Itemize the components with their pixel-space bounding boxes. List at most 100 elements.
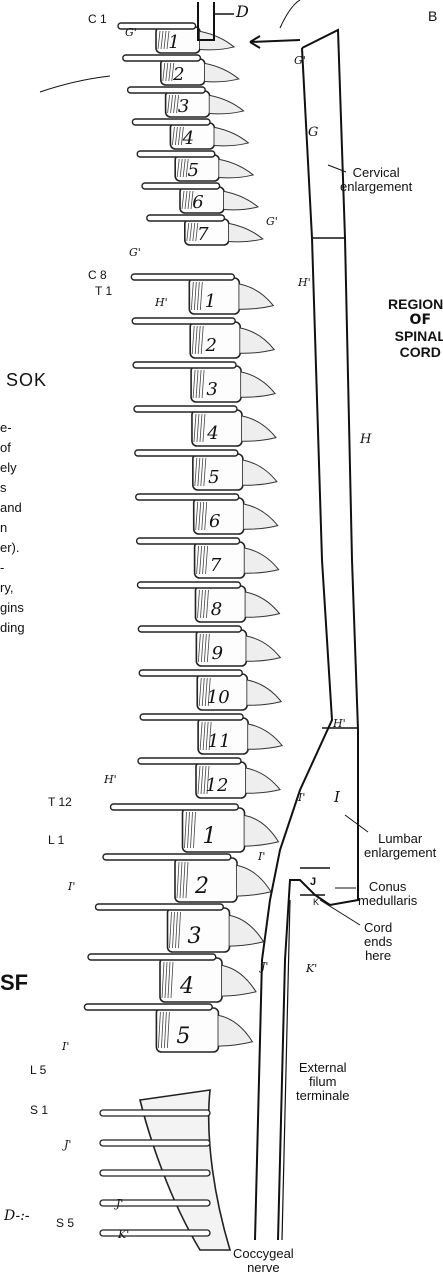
region-j-prime-2: J' [64, 1138, 71, 1151]
label-regions-of-spinal-cord: REGIONS OF SPINAL CORD [388, 296, 443, 360]
region-k-prime-2: K' [118, 1228, 129, 1241]
thoracic-vertebra-number: 3 [206, 379, 217, 400]
spinous-process [214, 127, 248, 146]
spinal-nerve [128, 87, 206, 93]
cervical-vertebra-number: 2 [172, 64, 184, 85]
spinal-nerve [123, 55, 201, 61]
region-j-prime: J' [261, 960, 268, 973]
thoracic-vertebra-number: 11 [208, 731, 231, 752]
arrow [250, 36, 300, 48]
spinal-nerve [137, 582, 240, 588]
spinal-nerve [137, 151, 215, 157]
lumbar-vertebra-number: 2 [194, 874, 209, 899]
label-t1: T 1 [95, 284, 112, 298]
left-cut-line: of [0, 438, 25, 458]
spinous-process [243, 460, 277, 485]
spinous-process [205, 63, 239, 82]
region-g-prime-3: G' [125, 26, 137, 39]
thoracic-vertebra-number: 6 [209, 511, 220, 532]
spinous-process [239, 284, 273, 309]
spinal-nerve [140, 714, 243, 720]
label-c8: C 8 [88, 268, 107, 282]
thoracic-vertebra-number: 4 [206, 423, 218, 444]
thoracic-vertebra-number: 8 [211, 599, 222, 620]
thoracic-vertebra-number: 10 [207, 687, 230, 708]
left-cut-line: ry, [0, 578, 25, 598]
cervical-vertebra-number: 4 [182, 128, 194, 149]
lumbar-vertebra-number: 1 [203, 824, 217, 849]
region-h-prime: H' [298, 276, 311, 289]
spinal-nerve [137, 538, 240, 544]
spinal-nerve [138, 758, 241, 764]
cervical-vertebra-number: 6 [192, 192, 203, 213]
label-conus-medullaris: Conus medullaris [358, 880, 417, 908]
left-cut-line: - [0, 558, 25, 578]
region-g-prime-2: G' [266, 215, 278, 228]
thoracic-vertebra-number: 5 [208, 467, 219, 488]
lumbar-vertebra-number: 3 [188, 924, 202, 949]
spinous-process [245, 548, 279, 573]
spinal-nerve [131, 274, 234, 280]
label-coccygeal-nerve: Coccygeal nerve [233, 1247, 294, 1275]
region-i-prime: I' [298, 791, 305, 804]
sacral-nerve [100, 1110, 210, 1116]
cervical-vertebra-number: 5 [187, 160, 198, 181]
region-j: J [310, 876, 316, 888]
spinous-process [246, 768, 280, 793]
spinous-process [246, 636, 280, 661]
lumbar-vertebra-number: 5 [176, 1024, 190, 1049]
spinous-process [245, 592, 279, 617]
region-i: I [334, 788, 340, 806]
spinous-process [219, 159, 253, 178]
label-cord-ends-here: Cord ends here [364, 921, 392, 963]
spinous-process [224, 191, 258, 210]
region-g: G [308, 125, 318, 140]
spinous-process [242, 416, 276, 441]
label-s5: S 5 [56, 1216, 74, 1230]
thoracic-vertebra-number: 1 [205, 291, 216, 312]
spinal-nerve [142, 183, 220, 189]
cervical-vertebra-number: 7 [197, 224, 209, 245]
label-t12: T 12 [48, 795, 72, 809]
region-i-prime-4: I' [62, 1040, 69, 1053]
margin-stroke [280, 0, 300, 28]
thoracic-vertebra-number: 12 [206, 775, 229, 796]
left-cut-line: gins [0, 598, 25, 618]
cervical-vertebra-number: 3 [178, 96, 189, 117]
left-cut-line: ding [0, 618, 25, 638]
heading-fragment-sf: SF [0, 970, 28, 996]
spinous-process [210, 95, 244, 114]
sacral-nerve [100, 1230, 210, 1236]
margin-stroke [40, 76, 110, 92]
bottom-left-fragment: D-:- [4, 1208, 30, 1224]
spinal-nerve [96, 904, 224, 910]
spinal-nerve [135, 450, 238, 456]
spinous-process [241, 372, 275, 397]
spinal-nerve [111, 804, 239, 810]
left-cut-line: n [0, 518, 25, 538]
heading-fragment-sok: SOK [6, 370, 47, 391]
thoracic-vertebra-number: 2 [204, 335, 216, 356]
letter-d: D [236, 2, 249, 21]
spinous-process [244, 504, 278, 529]
spinal-cord-right-edge [278, 30, 358, 1240]
label-l1: L 1 [48, 833, 64, 847]
label-s1: S 1 [30, 1103, 48, 1117]
sacral-nerve [100, 1140, 210, 1146]
spinous-process [229, 223, 263, 242]
spinous-process [248, 724, 282, 749]
spinal-nerve [133, 362, 236, 368]
vertebral-bodies [140, 27, 282, 1250]
region-h: H [360, 432, 371, 447]
spinal-nerve [84, 1004, 212, 1010]
label-external-filum-terminale: External filum terminale [296, 1061, 349, 1103]
region-i-prime-2: I' [258, 850, 265, 863]
spinous-process [245, 815, 279, 846]
leader-line [345, 815, 368, 832]
spinous-process [222, 965, 256, 996]
left-cut-line: er). [0, 538, 25, 558]
region-k: K [313, 897, 319, 907]
label-cervical-enlargement: Cervical enlargement [340, 166, 412, 194]
spinal-nerve [88, 954, 216, 960]
